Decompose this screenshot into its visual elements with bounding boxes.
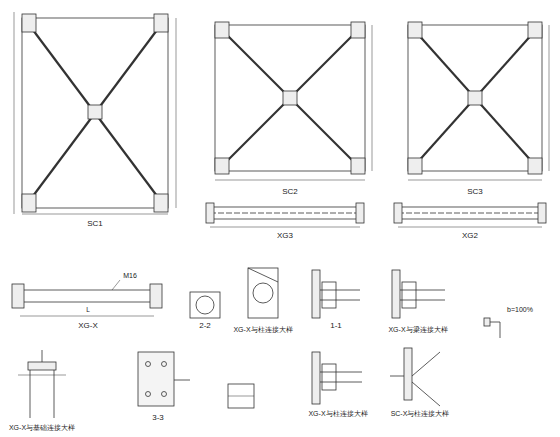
drawing-label: 3-3 <box>151 414 165 423</box>
drawing-label: b=100% <box>506 306 534 314</box>
drawing-label: L <box>86 306 90 313</box>
drawing-label: 1-1 <box>329 322 343 331</box>
drawing-label: SC3 <box>466 188 484 197</box>
drawing-label: SC-X与柱连接大样 <box>390 410 451 418</box>
drawing-label: 2-2 <box>198 322 212 331</box>
drawing-label: XG2 <box>461 232 479 241</box>
drawing-label: XG-X <box>77 322 99 331</box>
drawing-label: M16 <box>122 272 138 280</box>
drawing-label: XG-X与梁连接大样 <box>387 326 448 334</box>
drawing-label: XG3 <box>276 232 294 241</box>
drawing-label: SC1 <box>86 220 104 229</box>
drawing-label: XG-X与柱连接大样 <box>307 410 368 418</box>
drawing-label: XG-X与基础连接大样 <box>8 424 76 432</box>
drawing-label: SC2 <box>281 188 299 197</box>
drawing-label: XG-X与柱连接大样 <box>232 326 293 334</box>
